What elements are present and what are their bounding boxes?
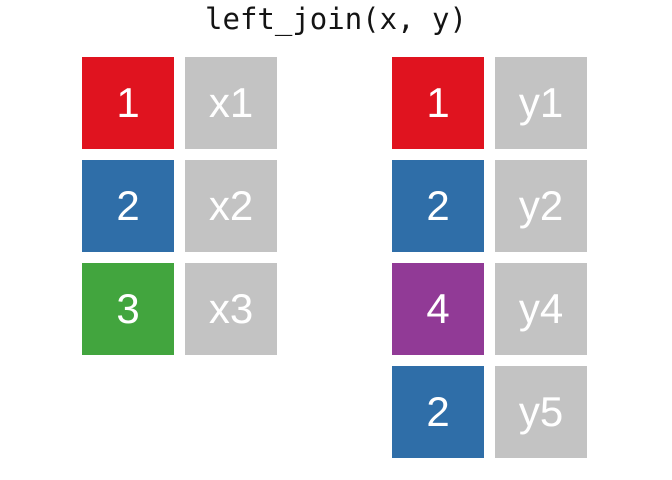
diagram-title: left_join(x, y): [205, 2, 467, 36]
table-y-key-cell: 4: [392, 263, 484, 355]
table-x-value-cell: x3: [185, 263, 277, 355]
table-x-key-cell: 2: [82, 160, 174, 252]
table-y-key-cell: 2: [392, 160, 484, 252]
table-y-value-cell: y4: [495, 263, 587, 355]
table-x-value-cell: x1: [185, 57, 277, 149]
table-y-value-cell: y1: [495, 57, 587, 149]
table-y: 1 y1 2 y2 4 y4 2 y5: [392, 57, 587, 458]
table-x-key-cell: 3: [82, 263, 174, 355]
table-y-key-cell: 1: [392, 57, 484, 149]
table-y-value-cell: y5: [495, 366, 587, 458]
table-x-key-cell: 1: [82, 57, 174, 149]
table-x: 1 x1 2 x2 3 x3: [82, 57, 277, 355]
table-y-value-cell: y2: [495, 160, 587, 252]
table-x-value-cell: x2: [185, 160, 277, 252]
table-y-key-cell: 2: [392, 366, 484, 458]
